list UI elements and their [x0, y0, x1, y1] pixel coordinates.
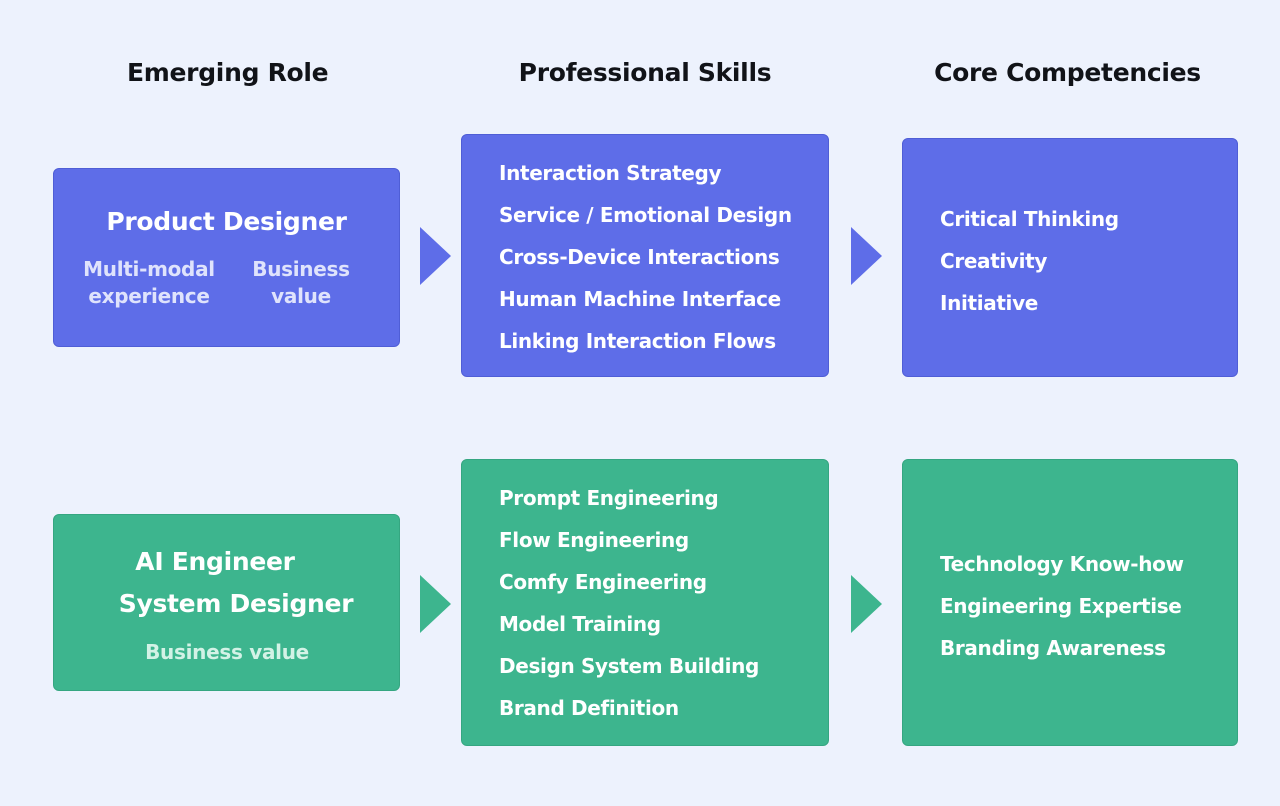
role-title-line-2: System Designer — [118, 589, 354, 618]
competency-item: Technology Know-how — [940, 552, 1184, 576]
skill-item: Linking Interaction Flows — [499, 329, 776, 353]
role-title-line-1: AI Engineer — [135, 547, 295, 576]
arrow-right-icon — [420, 227, 451, 285]
skills-list: Prompt Engineering Flow Engineering Comf… — [499, 477, 759, 729]
arrow-right-icon — [851, 575, 882, 633]
skill-item: Prompt Engineering — [499, 486, 719, 510]
skill-item: Human Machine Interface — [499, 287, 781, 311]
header-core-competencies: Core Competencies — [934, 58, 1201, 87]
skill-item: Design System Building — [499, 654, 759, 678]
competency-item: Branding Awareness — [940, 636, 1166, 660]
header-emerging-role: Emerging Role — [127, 58, 329, 87]
role-sub-business-value: Business value — [145, 640, 309, 664]
skills-box-product-designer: Interaction Strategy Service / Emotional… — [461, 134, 829, 377]
competency-item: Initiative — [940, 291, 1038, 315]
skills-box-ai-engineer: Prompt Engineering Flow Engineering Comf… — [461, 459, 829, 746]
competency-item: Creativity — [940, 249, 1048, 273]
role-box-ai-engineer: AI Engineer System Designer Business val… — [53, 514, 400, 691]
competencies-list: Critical Thinking Creativity Initiative — [940, 198, 1119, 324]
skill-item: Interaction Strategy — [499, 161, 722, 185]
skill-item: Flow Engineering — [499, 528, 689, 552]
arrow-right-icon — [851, 227, 882, 285]
skill-item: Model Training — [499, 612, 661, 636]
header-professional-skills: Professional Skills — [518, 58, 772, 87]
role-title: Product Designer — [106, 207, 347, 236]
skills-list: Interaction Strategy Service / Emotional… — [499, 152, 792, 362]
arrow-right-icon — [420, 575, 451, 633]
competency-item: Critical Thinking — [940, 207, 1119, 231]
competency-item: Engineering Expertise — [940, 594, 1182, 618]
skill-item: Cross-Device Interactions — [499, 245, 780, 269]
competencies-box-product-designer: Critical Thinking Creativity Initiative — [902, 138, 1238, 377]
skill-item: Service / Emotional Design — [499, 203, 792, 227]
skill-item: Brand Definition — [499, 696, 679, 720]
competencies-box-ai-engineer: Technology Know-how Engineering Expertis… — [902, 459, 1238, 746]
skill-item: Comfy Engineering — [499, 570, 707, 594]
competencies-list: Technology Know-how Engineering Expertis… — [940, 543, 1184, 669]
